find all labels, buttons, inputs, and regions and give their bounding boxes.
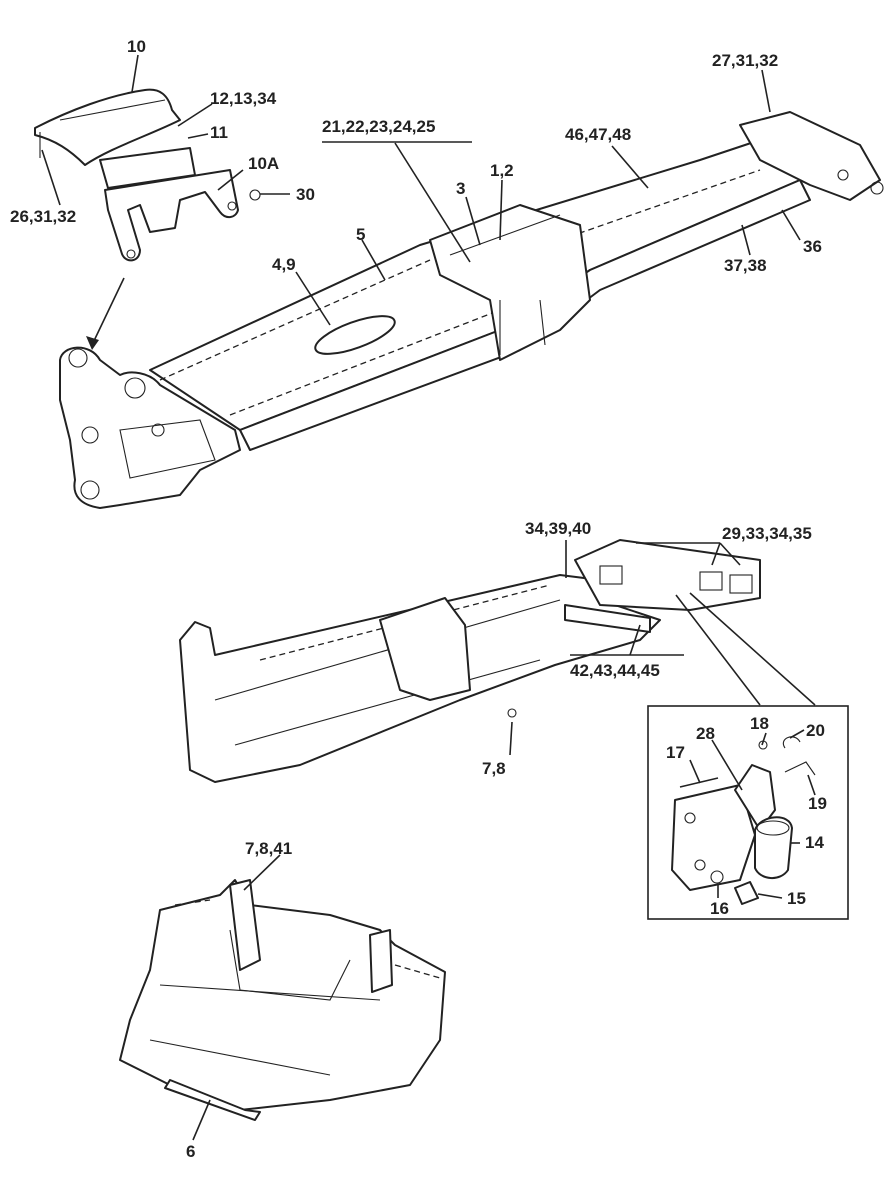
label-37-38: 37,38 [724,256,767,275]
label-10A: 10A [248,154,280,173]
label-7-8: 7,8 [482,759,506,778]
label-11: 11 [210,123,228,142]
tow-hitch-detail [671,736,816,905]
label-34-39-40: 34,39,40 [525,519,592,538]
label-19: 19 [808,794,827,813]
bracket-plate-10A [104,169,261,262]
label-26-31-32: 26,31,32 [10,207,77,226]
boom-underside-view [179,539,761,783]
label-6: 6 [186,1142,196,1161]
label-3: 3 [456,179,466,198]
label-10: 10 [127,37,146,56]
label-27-31-32: 27,31,32 [712,51,779,70]
detail-box [647,705,849,920]
assembly-arrowhead [86,336,99,350]
label-21-22-23-24-25: 21,22,23,24,25 [322,117,436,136]
label-14: 14 [805,833,824,852]
detail-leader-left [675,594,761,706]
label-18: 18 [750,714,769,733]
label-7-8-41: 7,8,41 [245,839,293,858]
label-36: 36 [803,237,822,256]
main-boom-5 [59,111,884,509]
label-15: 15 [787,889,806,908]
label-28: 28 [696,724,715,743]
cover-plate-10 [34,88,196,189]
label-12-13-34: 12,13,34 [210,89,277,108]
assembly-arrow [91,277,125,346]
leader-lines [41,54,816,1141]
label-30: 30 [296,185,315,204]
label-20: 20 [806,721,825,740]
label-42-43-44-45: 42,43,44,45 [570,661,660,680]
label-4-9: 4,9 [272,255,296,274]
label-46-47-48: 46,47,48 [565,125,632,144]
label-16: 16 [710,899,729,918]
detail-leader-right [689,592,816,706]
label-5: 5 [356,225,366,244]
cradle-assembly-6 [119,879,446,1121]
label-1-2: 1,2 [490,161,514,180]
label-17: 17 [666,743,685,762]
label-29-33-34-35: 29,33,34,35 [722,524,812,543]
